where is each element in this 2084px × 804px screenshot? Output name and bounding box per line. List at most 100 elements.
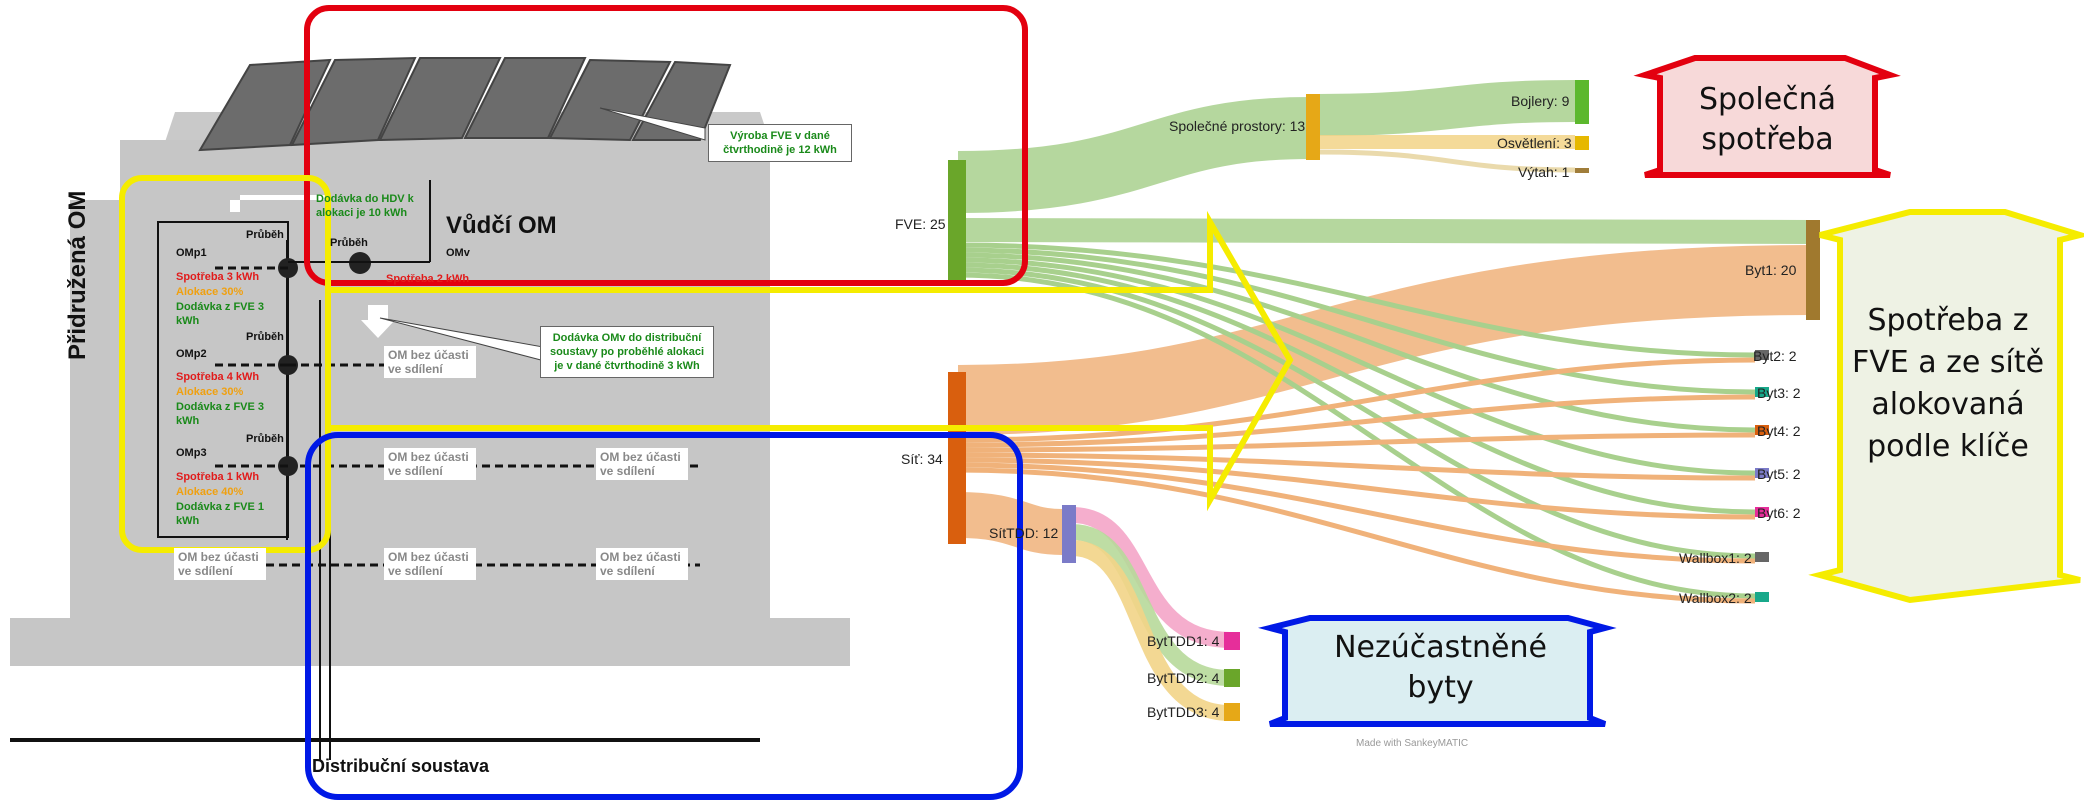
- link-grid-small: [957, 432, 1756, 453]
- member-name: OMp3: [176, 447, 207, 459]
- omv-delivery-label: Dodávka OMv do distribuční soustavy po p…: [540, 326, 714, 378]
- node-label: Bojlery: 9: [1511, 93, 1570, 109]
- om-no-share: OM bez účasti ve sdílení: [596, 548, 688, 580]
- solar-panel: [198, 58, 332, 152]
- member-name: OMp1: [176, 247, 207, 259]
- member-allocation: Alokace 30%: [176, 286, 244, 298]
- blue-highlight: [305, 432, 1023, 800]
- node-wallbox2: [1755, 592, 1769, 602]
- link-fve-common: [957, 97, 1311, 213]
- node-label: Byt4: 2: [1757, 423, 1801, 439]
- link-grid-small: [957, 457, 1756, 520]
- progress-label-2: Průběh: [246, 331, 284, 343]
- link-grid-small: [957, 462, 1756, 564]
- link-common-lift: [1317, 149, 1576, 173]
- node-label: BytTDD1: 4: [1147, 633, 1220, 649]
- node-byt6: [1755, 507, 1769, 517]
- link-fve-byt1: [957, 218, 1811, 244]
- lead-om-title: Vůdčí OM: [446, 212, 557, 239]
- node-label: Osvětlení: 3: [1497, 135, 1572, 151]
- member-allocation: Alokace 30%: [176, 386, 244, 398]
- solar-panel: [463, 57, 587, 139]
- node-label: Společné prostory: 13: [1169, 118, 1306, 134]
- link-fve-small: [957, 242, 1756, 358]
- node-byt2: [1755, 350, 1769, 360]
- node-label: Wallbox1: 2: [1679, 550, 1752, 566]
- link-grid-small: [957, 467, 1756, 604]
- solar-panels: [198, 56, 732, 152]
- node-label: SítTDD: 12: [989, 525, 1059, 541]
- progress-label-omv: Průběh: [330, 237, 368, 249]
- hdv-delivery-label: Dodávka do HDV k alokaci je 10 kWh: [316, 193, 414, 219]
- node-bytdd2: [1224, 669, 1240, 687]
- member-delivery: Dodávka z FVE 3 kWh: [176, 301, 265, 327]
- node-label: Byt1: 20: [1745, 262, 1797, 278]
- node-byt4: [1755, 425, 1769, 435]
- common-callout-shape: [1633, 55, 1901, 178]
- node-lift: [1575, 168, 1589, 173]
- omv-consumption: Spotřeba 2 kWh: [386, 273, 470, 285]
- link-grid-byt1: [957, 245, 1811, 435]
- link-grid-small: [957, 394, 1756, 448]
- link-fve-small: [957, 247, 1756, 395]
- link-fve-small: [957, 267, 1756, 559]
- node-boilers: [1575, 80, 1589, 124]
- member-delivery: Dodávka z FVE 1 kWh: [176, 501, 265, 527]
- node-label: BytTDD3: 4: [1147, 704, 1220, 720]
- node-lighting: [1575, 136, 1589, 150]
- source-grid-label: Síť: 34: [901, 451, 943, 467]
- link-tdd-2: [1071, 524, 1231, 686]
- allocated-callout-shape: [1808, 209, 2084, 604]
- node-byt3: [1755, 387, 1769, 397]
- node-byt5: [1755, 468, 1769, 478]
- sankey-nodes: [948, 80, 1820, 721]
- node-label: Byt3: 2: [1757, 385, 1801, 401]
- om-no-share: OM bez účasti ve sdílení: [384, 448, 476, 480]
- node-fve: [948, 160, 966, 280]
- link-fve-small: [957, 272, 1756, 599]
- arrow-down-icon: [361, 305, 395, 338]
- link-grid-small: [957, 452, 1756, 481]
- common-callout: Společná spotřeba: [1698, 82, 1837, 157]
- distribution-label: Distribuční soustava: [312, 756, 490, 776]
- link-fve-small: [957, 252, 1756, 433]
- progress-label-3: Průběh: [246, 433, 284, 445]
- sankey-links: [957, 80, 1811, 721]
- member-consumption: Spotřeba 1 kWh: [176, 471, 260, 483]
- om-no-share: OM bez účasti ve sdílení: [174, 548, 266, 580]
- callout-pointer: [599, 107, 706, 141]
- link-grid-small: [957, 357, 1756, 443]
- associated-om-title: Přidružená OM: [64, 190, 91, 360]
- member-allocation: Alokace 40%: [176, 486, 244, 498]
- node-label: Byt5: 2: [1757, 466, 1801, 482]
- node-label: BytTDD2: 4: [1147, 670, 1220, 686]
- member-delivery: Dodávka z FVE 3 kWh: [176, 401, 265, 427]
- member-name: OMp2: [176, 348, 207, 360]
- node-bytdd3: [1224, 703, 1240, 721]
- omv-label: OMv: [446, 247, 470, 259]
- solar-panel: [378, 57, 502, 142]
- node-tdd: [1062, 505, 1076, 563]
- node-grid: [948, 372, 966, 544]
- member-consumption: Spotřeba 3 kWh: [176, 271, 260, 283]
- yellow-arrow-icon: [325, 210, 1294, 512]
- sankey-watermark: Made with SankeyMATIC: [1356, 738, 1469, 749]
- node-bytdd1: [1224, 632, 1240, 650]
- non-participating-callout-shape: [1258, 615, 1617, 727]
- building-base: [10, 618, 850, 666]
- node-label: Wallbox2: 2: [1679, 590, 1752, 606]
- om-no-share: OM bez účasti ve sdílení: [596, 448, 688, 480]
- node-label: Výtah: 1: [1518, 164, 1570, 180]
- om-no-share: OM bez účasti ve sdílení: [384, 346, 476, 378]
- progress-label-1: Průběh: [246, 229, 284, 241]
- member-consumption: Spotřeba 4 kWh: [176, 371, 260, 383]
- allocated-callout: Spotřeba z FVE a ze sítě alokovaná podle…: [1851, 303, 2045, 464]
- link-fve-small: [957, 262, 1756, 515]
- link-tdd-3: [1071, 540, 1231, 721]
- red-highlight: [304, 5, 1028, 286]
- solar-output-label: Výroba FVE v dané čtvrthodině je 12 kWh: [708, 124, 852, 162]
- source-fve-label: FVE: 25: [895, 216, 946, 232]
- link-common-boilers: [1317, 80, 1576, 136]
- om-no-share: OM bez účasti ve sdílení: [384, 548, 476, 580]
- node-label: Byt6: 2: [1757, 505, 1801, 521]
